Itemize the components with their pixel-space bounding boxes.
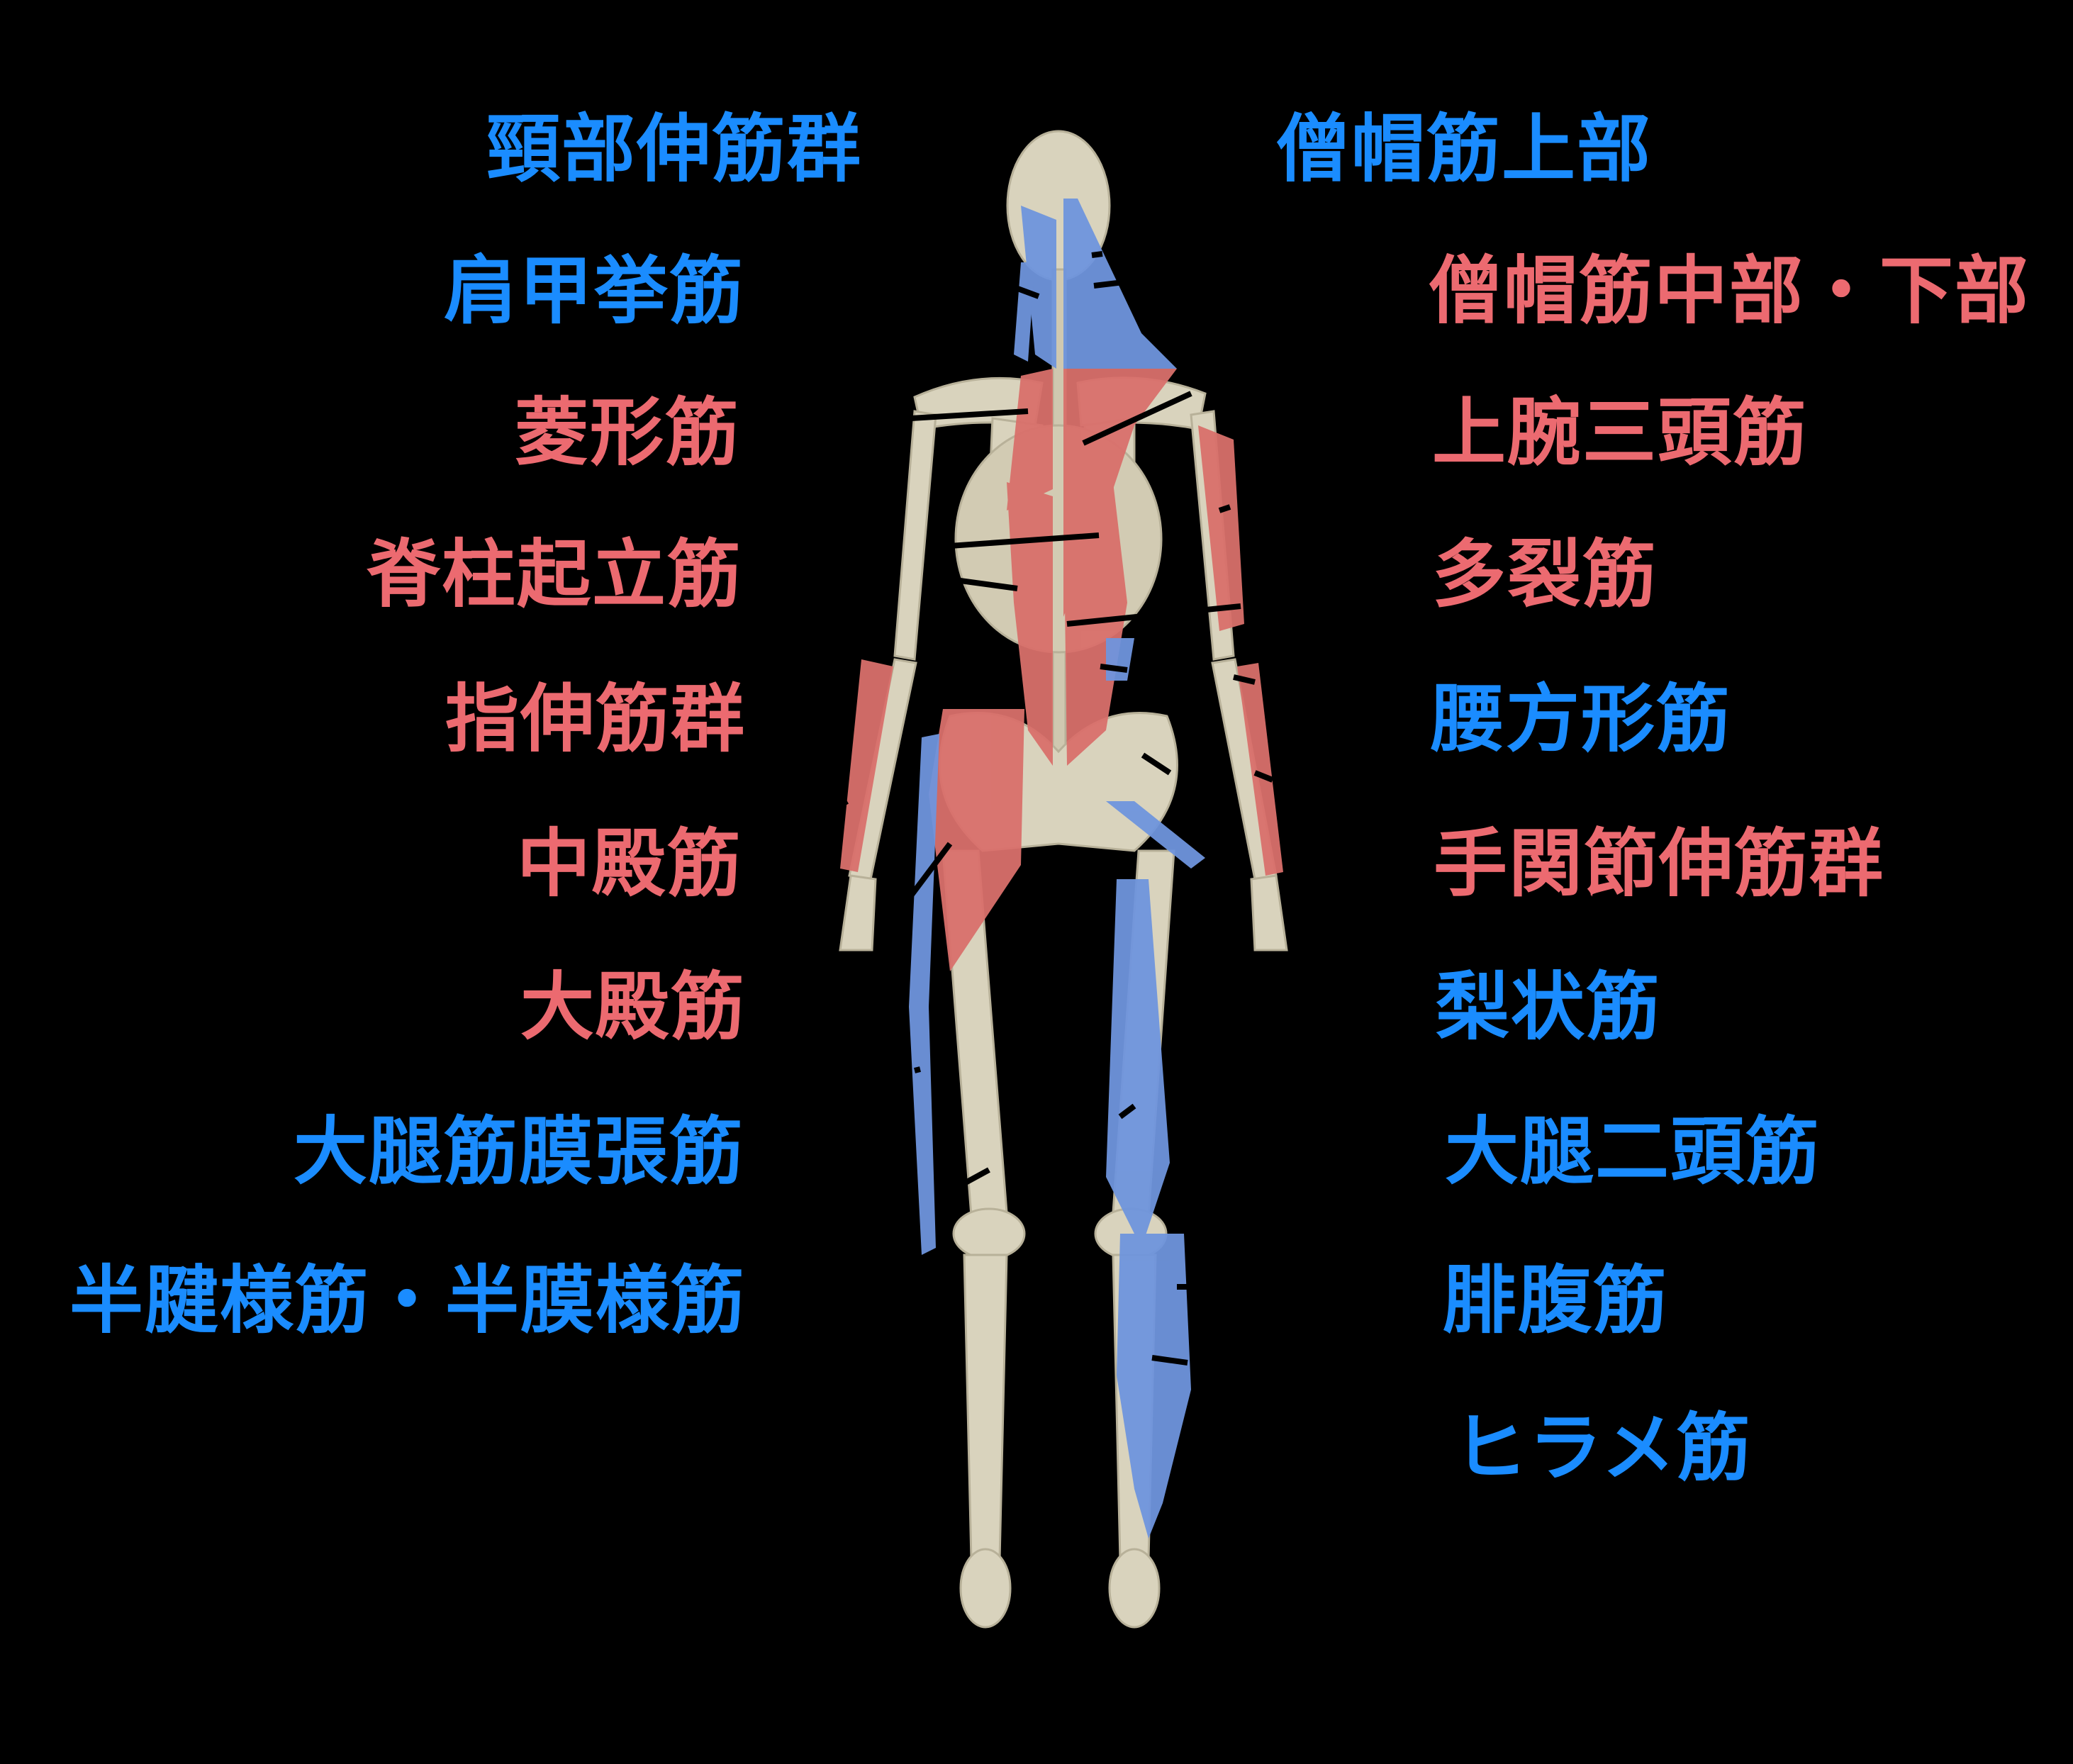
label-semitendinosus-semimembranosus: 半腱様筋・半膜様筋 bbox=[69, 1257, 746, 1344]
label-multifidus: 多裂筋 bbox=[1432, 531, 1658, 618]
label-rhomboids: 菱形筋 bbox=[514, 389, 740, 476]
label-piriformis: 梨状筋 bbox=[1436, 964, 1662, 1050]
label-gastrocnemius: 腓腹筋 bbox=[1443, 1257, 1669, 1344]
label-finger-extensors: 指伸筋群 bbox=[445, 676, 746, 762]
label-quadratus-lumborum: 腰方形筋 bbox=[1431, 676, 1732, 762]
red-muscles bbox=[840, 369, 1283, 971]
label-gluteus-medius: 中殿筋 bbox=[516, 820, 742, 907]
label-upper-trapezius: 僧帽筋上部 bbox=[1276, 106, 1653, 192]
label-levator-scapulae: 肩甲挙筋 bbox=[443, 247, 744, 334]
label-erector-spinae: 脊柱起立筋 bbox=[366, 531, 742, 618]
label-neck-extensors: 頸部伸筋群 bbox=[486, 106, 862, 192]
label-biceps-femoris: 大腿二頭筋 bbox=[1445, 1108, 1821, 1195]
blue-muscles bbox=[909, 199, 1205, 1539]
label-triceps: 上腕三頭筋 bbox=[1432, 389, 1809, 476]
label-tensor-fasciae-latae: 大腿筋膜張筋 bbox=[293, 1108, 744, 1195]
label-wrist-extensors: 手関節伸筋群 bbox=[1434, 820, 1885, 907]
label-soleus: ヒラメ筋 bbox=[1453, 1405, 1752, 1491]
label-gluteus-maximus: 大殿筋 bbox=[520, 964, 746, 1050]
leader-lines bbox=[821, 251, 1274, 1366]
label-middle-lower-trapezius: 僧帽筋中部・下部 bbox=[1429, 247, 2030, 334]
